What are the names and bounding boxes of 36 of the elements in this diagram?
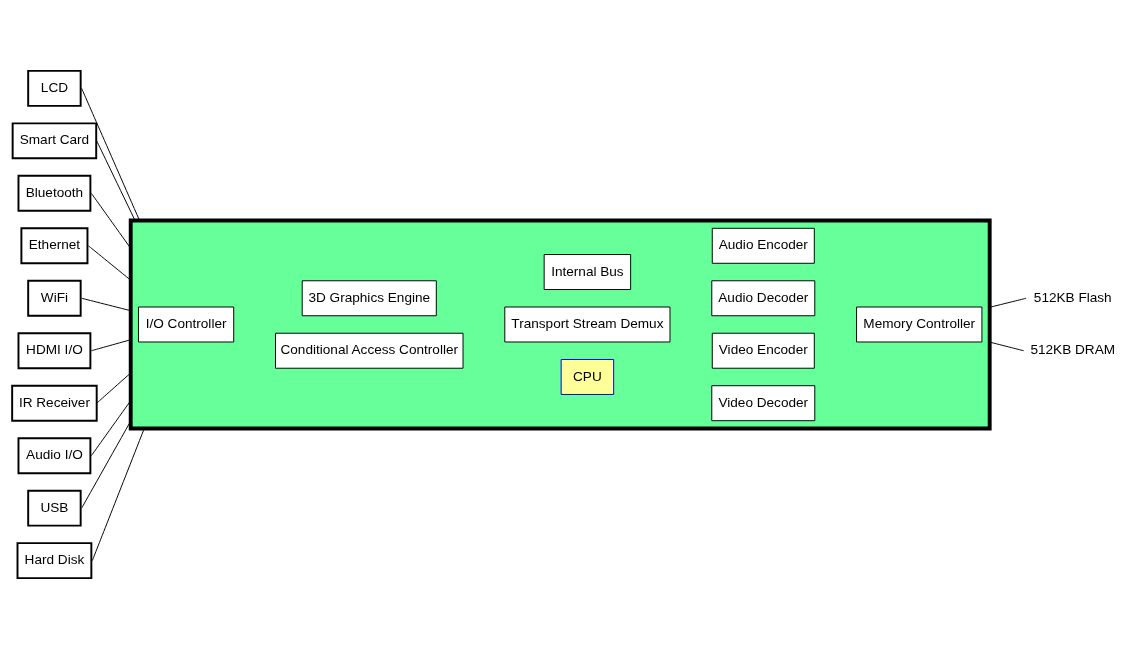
node-box: Internal Bus — [543, 253, 632, 290]
node-box: Audio Encoder — [711, 227, 815, 264]
connector — [989, 297, 1027, 308]
cluster — [128, 218, 992, 430]
node-box: 3D Graphics Engine — [301, 279, 437, 316]
connector — [81, 420, 132, 509]
node-box: IR Receiver — [11, 384, 98, 422]
node-text: 512KB DRAM — [1030, 341, 1116, 357]
node-box: Transport Stream Demux — [504, 306, 671, 342]
node-box: I/O Controller — [138, 306, 235, 342]
node-box: Smart Card — [11, 121, 98, 159]
connector — [81, 297, 132, 311]
node-box: Video Decoder — [711, 384, 816, 421]
node-box: Audio I/O — [17, 436, 92, 474]
node-box: Audio Decoder — [711, 279, 816, 316]
node-box: HDMI I/O — [17, 331, 92, 369]
node-box: CPU — [560, 358, 615, 395]
connector — [90, 399, 132, 456]
node-box: LCD — [27, 69, 82, 107]
node-box: Conditional Access Controller — [275, 332, 464, 369]
connector — [91, 427, 145, 561]
node-box: Memory Controller — [856, 306, 983, 342]
connector — [96, 139, 136, 221]
node-text: 512KB Flash — [1033, 289, 1112, 305]
connector — [87, 244, 132, 281]
connector — [90, 192, 132, 249]
connector — [96, 371, 132, 404]
node-box: Ethernet — [20, 226, 89, 264]
node-box: WiFi — [27, 279, 82, 317]
node-box: USB — [27, 489, 82, 527]
node-box: Hard Disk — [16, 541, 93, 579]
node-box: Video Encoder — [711, 332, 815, 369]
node-box: Bluetooth — [17, 174, 92, 212]
connector — [90, 338, 132, 351]
connector — [81, 87, 141, 221]
connector — [989, 341, 1025, 351]
